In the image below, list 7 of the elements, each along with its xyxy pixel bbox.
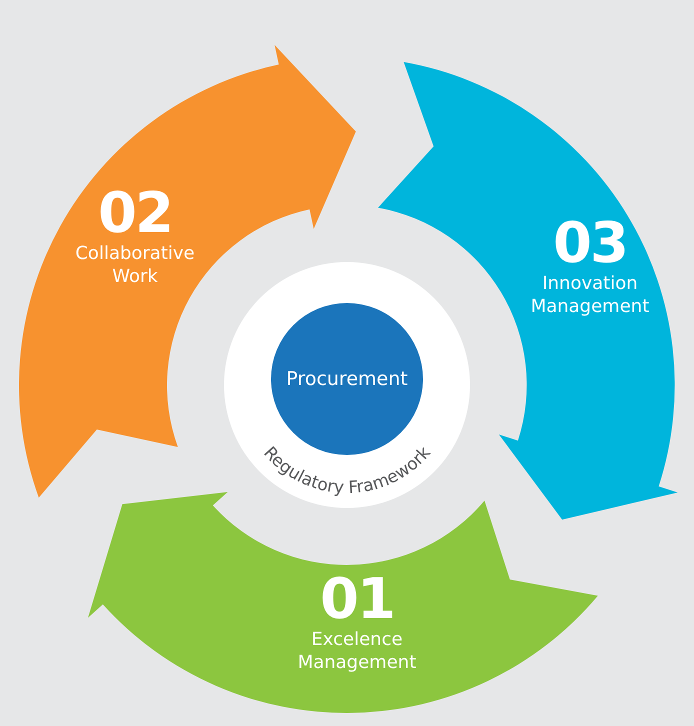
step-label: Innovation Management <box>530 272 650 319</box>
step-label: Excelence Management <box>296 628 418 675</box>
step-number: 02 <box>98 186 172 242</box>
step-number: 03 <box>553 216 627 272</box>
step-number: 01 <box>320 572 394 628</box>
step-label: Collaborative Work <box>74 242 196 289</box>
center-label: Procurement <box>286 368 408 390</box>
